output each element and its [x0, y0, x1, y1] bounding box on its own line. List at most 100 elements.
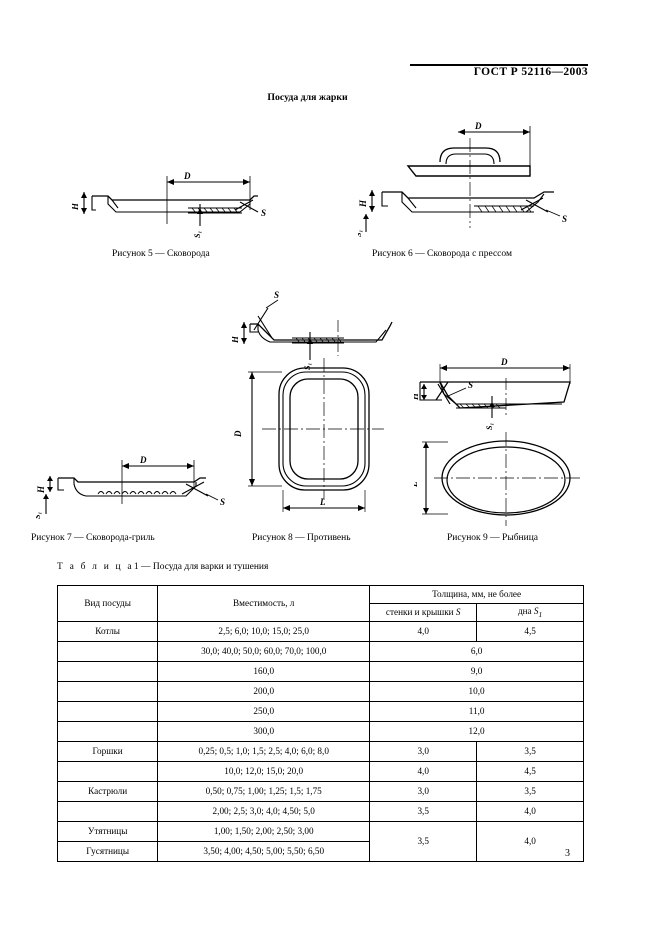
cell-kind: Котлы [56, 621, 159, 642]
cell-capacity: 300,0 [157, 721, 371, 742]
cell-merged-value: 11,0 [369, 701, 584, 722]
cell-kind: Горшки [56, 741, 159, 762]
cell-kind [56, 761, 159, 782]
th-bottom-symbol-sub: 1 [538, 609, 543, 619]
cell-merged-value: 10,0 [369, 681, 584, 702]
cell-bottom: 4,0 [476, 821, 584, 862]
svg-text:D: D [139, 455, 147, 465]
cell-wall: 4,0 [369, 621, 478, 642]
svg-text:H: H [358, 199, 368, 208]
cell-wall: 3,0 [369, 741, 478, 762]
cell-wall: 4,0 [369, 761, 478, 782]
cell-kind: Утятницы [56, 821, 159, 842]
svg-text:S₁: S₁ [36, 512, 42, 519]
table-row: 300,0 12,0 [56, 721, 584, 742]
svg-text:L: L [414, 481, 419, 488]
table-row: Утятницы 1,00; 1,50; 2,00; 2,50; 3,00 3,… [56, 821, 584, 862]
standard-code: ГОСТ Р 52116—2003 [473, 66, 588, 78]
table-header-row-1: Вид посуды Вместимость, л Толщина, мм, н… [56, 585, 584, 622]
table-row: Гусятницы 3,50; 4,00; 4,50; 5,00; 5,50; … [56, 841, 584, 862]
table-1: Вид посуды Вместимость, л Толщина, мм, н… [56, 585, 584, 862]
table-caption-text: — Посуда для варки и тушения [140, 562, 269, 572]
cell-capacity: 10,0; 12,0; 15,0; 20,0 [157, 761, 371, 782]
table-row: 30,0; 40,0; 50,0; 60,0; 70,0; 100,0 6,0 [56, 641, 584, 662]
cell-capacity: 3,50; 4,00; 4,50; 5,00; 5,50; 6,50 [157, 841, 371, 862]
svg-text:S₁: S₁ [485, 423, 494, 430]
svg-text:S: S [220, 497, 225, 507]
table-row: Кастрюли 0,50; 0,75; 1,00; 1,25; 1,5; 1,… [56, 781, 584, 802]
figure-6-caption: Рисунок 6 — Сковорода с прессом [372, 249, 512, 259]
cell-merged-value: 6,0 [369, 641, 584, 662]
svg-text:L: L [319, 497, 326, 507]
th-kind: Вид посуды [56, 585, 159, 622]
table-row: Котлы 2,5; 6,0; 10,0; 15,0; 25,0 4,0 4,5 [56, 621, 584, 642]
th-bottom-symbol: S [533, 605, 539, 616]
header-rule [410, 64, 588, 66]
svg-text:S: S [261, 208, 266, 218]
cell-bottom: 3,5 [476, 741, 584, 762]
svg-text:D: D [183, 171, 191, 181]
cell-bottom: 4,0 [476, 801, 584, 822]
table-row: Горшки 0,25; 0,5; 1,0; 1,5; 2,5; 4,0; 6,… [56, 741, 584, 762]
table-caption-number: 1 [133, 562, 139, 572]
cell-kind [56, 641, 159, 662]
table-row: 160,0 9,0 [56, 661, 584, 682]
figure-8-caption: Рисунок 8 — Противень [252, 533, 351, 543]
figure-5-caption: Рисунок 5 — Сковорода [112, 249, 210, 259]
th-wall: стенки и крышки S [369, 603, 478, 622]
svg-text:H: H [36, 485, 46, 494]
cell-kind [56, 701, 159, 722]
th-bottom-text: дна [517, 605, 532, 616]
svg-text:H: H [232, 335, 240, 344]
cell-capacity: 0,25; 0,5; 1,0; 1,5; 2,5; 4,0; 6,0; 8,0 [157, 741, 371, 762]
figure-8-drawing: S H S₁ D L [232, 286, 412, 532]
table-body: Котлы 2,5; 6,0; 10,0; 15,0; 25,0 4,0 4,5… [56, 621, 584, 862]
figure-6-drawing: D H S₁ S [358, 116, 584, 244]
cell-kind [56, 801, 159, 822]
page-number: 3 [565, 848, 570, 859]
table-row: 250,0 11,0 [56, 701, 584, 722]
svg-text:S₁: S₁ [358, 230, 363, 237]
svg-text:S: S [562, 214, 567, 224]
table-caption: Т а б л и ц а1 — Посуда для варки и туше… [57, 562, 268, 572]
cell-kind: Кастрюли [56, 781, 159, 802]
cell-kind [56, 721, 159, 742]
th-wall-symbol: S [455, 607, 461, 618]
cell-kind [56, 681, 159, 702]
svg-text:S: S [468, 380, 473, 390]
table-caption-prefix: Т а б л и ц а [57, 562, 134, 572]
figure-9-caption: Рисунок 9 — Рыбница [447, 533, 539, 543]
figure-9-drawing: D H S S₁ L [414, 356, 594, 532]
cell-capacity: 30,0; 40,0; 50,0; 60,0; 70,0; 100,0 [157, 641, 371, 662]
table-row: 10,0; 12,0; 15,0; 20,0 4,0 4,5 [56, 761, 584, 782]
svg-text:S: S [274, 290, 279, 300]
cell-capacity: 1,00; 1,50; 2,00; 2,50; 3,00 [157, 821, 371, 842]
cell-bottom: 4,5 [476, 761, 584, 782]
cell-capacity: 2,5; 6,0; 10,0; 15,0; 25,0 [157, 621, 371, 642]
cell-kind [56, 661, 159, 682]
svg-text:D: D [233, 430, 243, 438]
th-bottom: дна S1 [476, 603, 584, 622]
cell-bottom: 3,5 [476, 781, 584, 802]
svg-text:S₁: S₁ [193, 231, 202, 238]
svg-text:S₁: S₁ [303, 363, 312, 370]
cell-wall: 3,5 [369, 821, 478, 862]
figure-7-drawing: D H S₁ S [36, 452, 236, 524]
cell-capacity: 200,0 [157, 681, 371, 702]
cell-bottom: 4,5 [476, 621, 584, 642]
table-row: 200,0 10,0 [56, 681, 584, 702]
th-capacity: Вместимость, л [157, 585, 371, 622]
figure-5-drawing: D H S S₁ [72, 168, 272, 244]
svg-text:D: D [500, 357, 508, 367]
cell-kind: Гусятницы [56, 841, 159, 862]
table-row: 2,00; 2,5; 3,0; 4,0; 4,50; 5,0 3,5 4,0 [56, 801, 584, 822]
svg-text:H: H [414, 392, 420, 401]
figure-7-caption: Рисунок 7 — Сковорода-гриль [31, 533, 155, 543]
svg-text:D: D [474, 121, 482, 131]
cell-wall: 3,5 [369, 801, 478, 822]
cell-capacity: 2,00; 2,5; 3,0; 4,0; 4,50; 5,0 [157, 801, 371, 822]
table-head: Вид посуды Вместимость, л Толщина, мм, н… [56, 585, 584, 622]
cell-merged-value: 12,0 [369, 721, 584, 742]
th-wall-text: стенки и крышки [385, 607, 454, 618]
cell-capacity: 0,50; 0,75; 1,00; 1,25; 1,5; 1,75 [157, 781, 371, 802]
